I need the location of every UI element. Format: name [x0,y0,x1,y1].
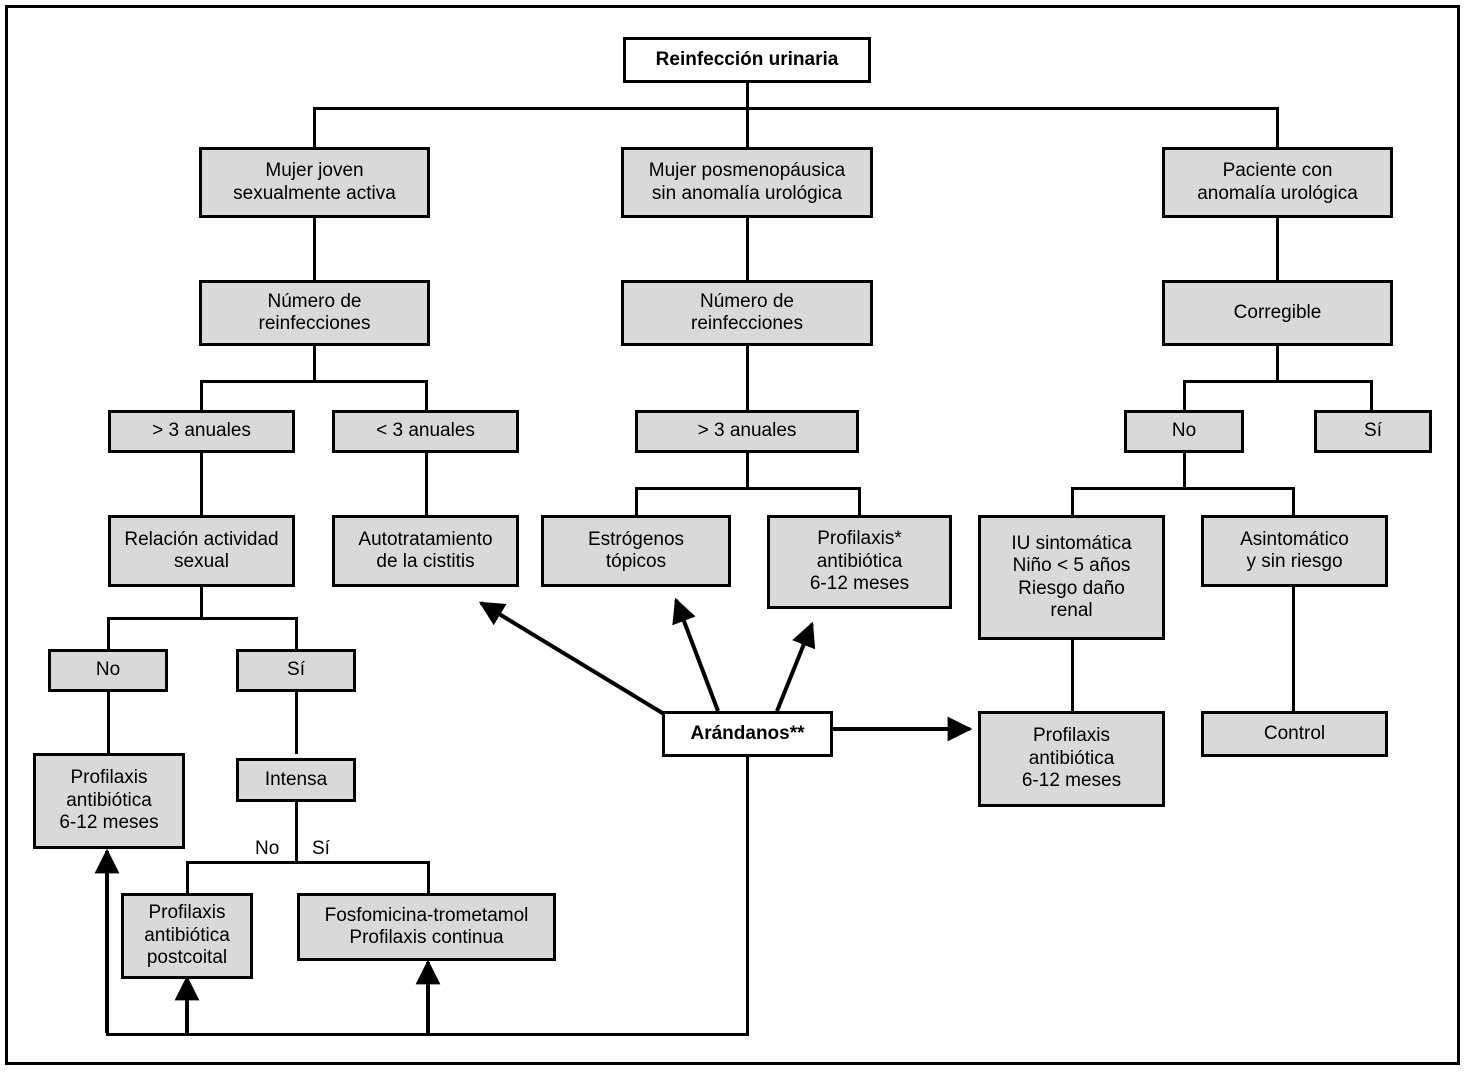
connector-numero-left-down [313,345,316,381]
node-relacion-si[interactable]: Sí [236,649,356,692]
connector-top-bar [313,107,1279,110]
connector-iu-to-profilaxis [1071,639,1074,712]
connector-bottom-return-bar [106,1033,749,1036]
connector-mas3mid-to-estrogenos [635,487,638,516]
connector-top-drop-mid [746,107,749,147]
connector-corregible-bar [1183,380,1373,383]
connector-relacion-to-si [295,617,298,650]
node-menos-3-anuales-left[interactable]: < 3 anuales [332,410,519,453]
connector-relacion-bar [107,617,297,620]
node-mas-3-anuales-mid[interactable]: > 3 anuales [635,410,859,453]
connector-posmenop-to-numero [746,217,749,281]
connector-top-drop-left [313,107,316,147]
node-relacion-no[interactable]: No [48,649,168,692]
node-paciente-con-anomalia-urologica[interactable]: Paciente con anomalía urológica [1162,147,1393,218]
node-intensa[interactable]: Intensa [236,758,356,802]
connector-numero-left-to-menos3 [425,380,428,411]
node-asintomatico-y-sin-riesgo[interactable]: Asintomático y sin riesgo [1201,515,1388,587]
connector-corrno-down [1183,452,1186,488]
connector-relsi-to-intensa [295,691,298,754]
connector-mas3-to-relacion [200,452,203,516]
connector-numero-left-to-mas3 [200,380,203,411]
node-corregible-si[interactable]: Sí [1314,410,1432,453]
node-relacion-actividad-sexual[interactable]: Relación actividad sexual [108,515,295,587]
node-corregible[interactable]: Corregible [1162,280,1393,346]
node-numero-de-reinfecciones-left[interactable]: Número de reinfecciones [199,280,430,346]
diagram-outer-frame [5,5,1460,1065]
node-profilaxis-antibiotica-6-12-meses-mid[interactable]: Profilaxis* antibiótica 6-12 meses [767,515,952,609]
node-profilaxis-antibiotica-6-12-meses-right[interactable]: Profilaxis antibiótica 6-12 meses [978,711,1165,807]
connector-asintomatico-to-control [1292,586,1295,712]
node-mas-3-anuales-left[interactable]: > 3 anuales [108,410,295,453]
edge-label-intensa-si: Sí [312,838,330,859]
connector-numero-mid-to-mas3 [746,345,749,411]
node-estrogenos-topicos[interactable]: Estrógenos tópicos [541,515,731,587]
node-autotratamiento-de-la-cistitis[interactable]: Autotratamiento de la cistitis [332,515,519,587]
connector-top-drop-right [1276,107,1279,147]
connector-intensa-to-postcoital [186,861,189,894]
connector-mas3mid-to-profilaxis [858,487,861,516]
connector-root-down [746,82,749,110]
node-numero-de-reinfecciones-mid[interactable]: Número de reinfecciones [621,280,873,346]
connector-relacion-to-no [107,617,110,650]
node-mujer-posmenopausica[interactable]: Mujer posmenopáusica sin anomalía urológ… [621,147,873,218]
connector-corregible-to-no [1183,380,1186,411]
connector-corregible-to-si [1370,380,1373,411]
node-corregible-no[interactable]: No [1124,410,1244,453]
connector-mas3mid-bar [635,487,861,490]
connector-numero-left-bar [200,380,428,383]
connector-relno-to-profilaxis [107,691,110,754]
node-fosfomicina-trometamol-profilaxis-continua[interactable]: Fosfomicina-trometamol Profilaxis contin… [297,893,556,961]
connector-corregible-down [1276,345,1279,381]
connector-corrno-to-iu [1071,487,1074,516]
node-iu-sintomatica-nino-riesgo-renal[interactable]: IU sintomática Niño < 5 años Riesgo daño… [978,515,1165,640]
connector-menos3-to-autotratamiento [425,452,428,516]
connector-arandanos-down [746,757,749,1036]
connector-corrno-bar [1071,487,1295,490]
connector-corrno-to-asintomatico [1292,487,1295,516]
node-profilaxis-antibiotica-6-12-meses-left[interactable]: Profilaxis antibiótica 6-12 meses [33,753,185,849]
node-root-reinfeccion-urinaria[interactable]: Reinfección urinaria [623,37,871,83]
connector-relacion-down [200,586,203,618]
node-profilaxis-antibiotica-postcoital[interactable]: Profilaxis antibiótica postcoital [121,893,253,979]
connector-paciente-to-corregible [1276,217,1279,281]
edge-label-intensa-no: No [255,838,280,859]
node-arandanos[interactable]: Arándanos** [662,711,833,757]
connector-mujerjoven-to-numero [313,217,316,281]
connector-intensa-bar [186,861,430,864]
connector-mas3mid-down [746,452,749,488]
connector-intensa-to-fosfomicina [427,861,430,894]
node-mujer-joven-sexualmente-activa[interactable]: Mujer joven sexualmente activa [199,147,430,218]
connector-intensa-down [295,802,298,862]
node-control[interactable]: Control [1201,711,1388,757]
